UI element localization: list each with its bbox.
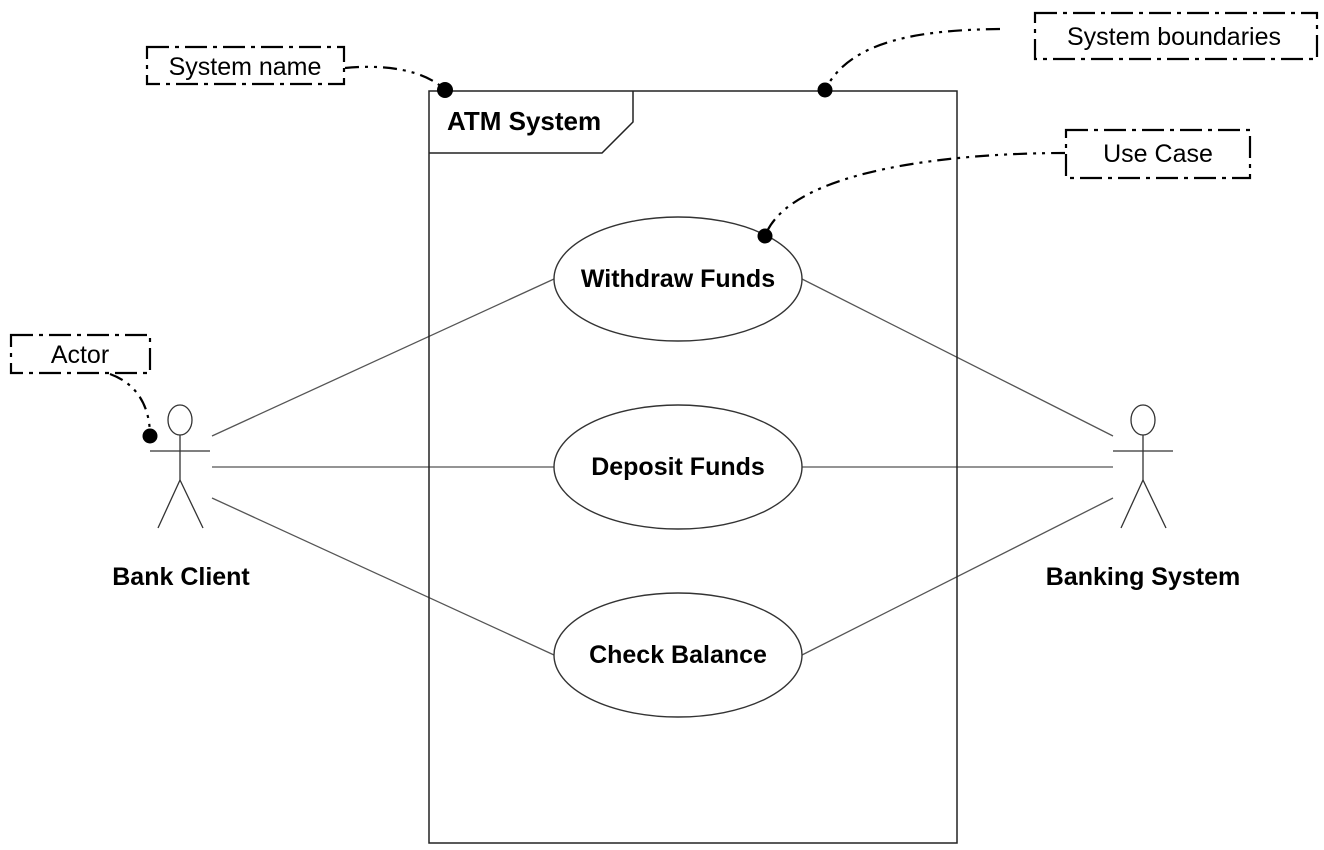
callout-label: Use Case — [1103, 140, 1213, 168]
use-case-deposit-funds[interactable]: Deposit Funds — [553, 404, 803, 530]
use-case-label: Deposit Funds — [591, 453, 765, 481]
actor-bank-client[interactable]: Bank Client — [112, 404, 250, 591]
system-name-tab — [429, 91, 634, 154]
callout-system-name: System name — [145, 45, 453, 98]
callout-leader-line — [344, 65, 446, 91]
callout-label: System name — [169, 53, 322, 81]
actor-label: Banking System — [1046, 563, 1241, 591]
association-bank-client-withdraw-funds — [211, 278, 555, 437]
callout-box — [1064, 128, 1252, 180]
use-case-label: Check Balance — [589, 641, 767, 669]
association-bank-client-check-balance — [211, 497, 555, 656]
system-boundary-rect — [428, 90, 958, 844]
callout-use-case: Use Case — [757, 128, 1252, 244]
callout-box — [1033, 11, 1319, 61]
actor-label: Bank Client — [112, 563, 250, 591]
callout-label: Actor — [51, 341, 109, 369]
callout-leader-line — [824, 27, 1001, 91]
callout-box — [145, 45, 346, 86]
callout-anchor-dot — [142, 428, 158, 444]
callout-system-boundaries: System boundaries — [817, 11, 1319, 98]
actor-banking-system[interactable]: Banking System — [1046, 404, 1241, 591]
use-case-ellipse[interactable] — [553, 592, 803, 718]
use-case-check-balance[interactable]: Check Balance — [553, 592, 803, 718]
system-name-label: ATM System — [447, 106, 601, 136]
callout-anchor-dot — [757, 228, 773, 244]
actor-stick-figure-icon — [150, 404, 210, 529]
callout-leader-line — [109, 372, 152, 437]
use-case-label: Withdraw Funds — [581, 265, 775, 293]
use-case-ellipse[interactable] — [553, 404, 803, 530]
system-boundary: ATM System — [428, 90, 958, 844]
callout-label: System boundaries — [1067, 23, 1281, 51]
callout-anchor-dot — [437, 82, 453, 98]
actor-stick-figure-icon — [1113, 404, 1173, 529]
callout-box — [9, 333, 152, 375]
use-case-ellipse[interactable] — [553, 216, 803, 342]
callout-leader-line — [763, 151, 1066, 237]
callout-anchor-dot — [817, 82, 833, 98]
use-case-withdraw-funds[interactable]: Withdraw Funds — [553, 216, 803, 342]
callout-actor: Actor — [9, 333, 158, 444]
